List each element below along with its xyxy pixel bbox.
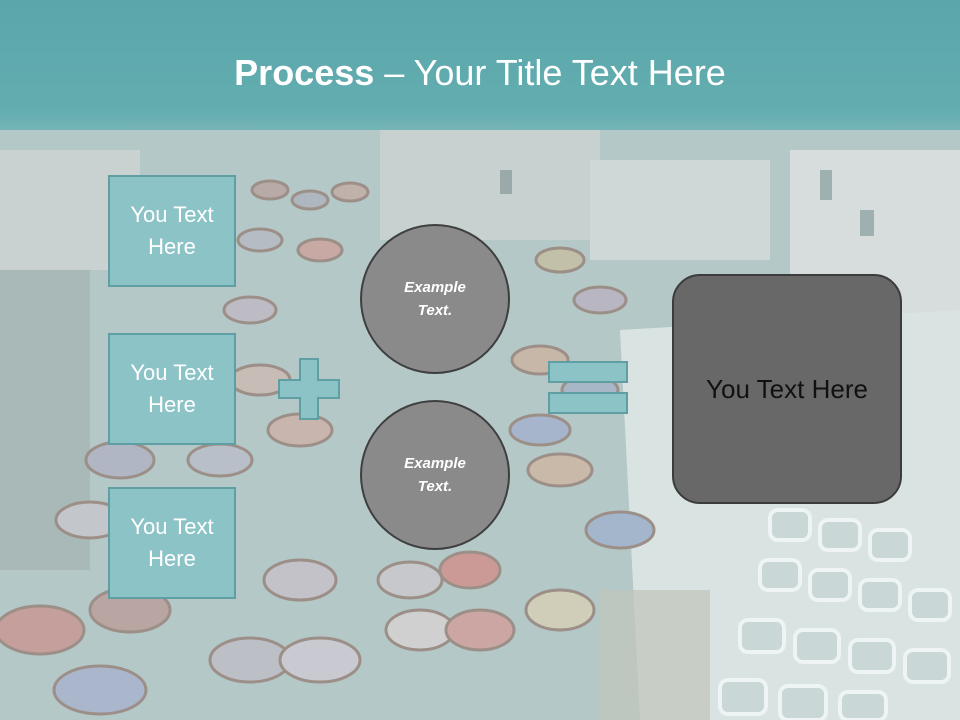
equals-icon [548,361,628,414]
text-box-3: You Text Here [108,487,236,599]
slide-title: Process – Your Title Text Here [0,52,960,94]
text-box-1: You Text Here [108,175,236,287]
result-box: You Text Here [672,274,902,504]
text-box-2: You Text Here [108,333,236,445]
title-rest: – Your Title Text Here [374,52,726,93]
plus-icon [278,358,340,420]
example-circle-2: Example Text. [360,400,510,550]
example-circle-1: Example Text. [360,224,510,374]
title-bold: Process [234,52,375,93]
